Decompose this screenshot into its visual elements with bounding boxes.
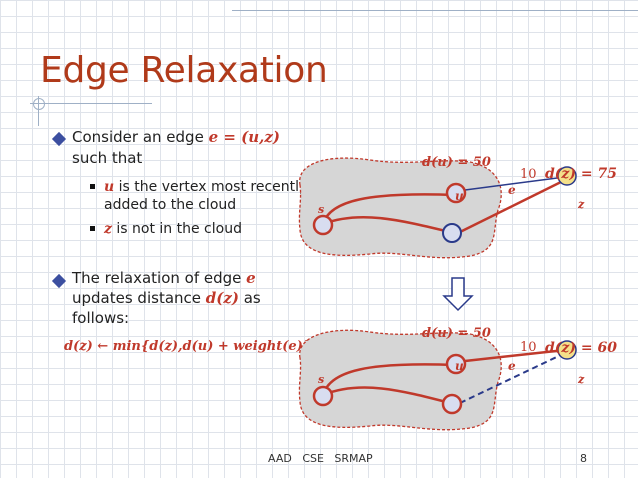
dz-label-top: d(z) = 75 <box>545 166 617 182</box>
s-label-bottom: s <box>318 373 325 386</box>
bullet1-prefix: Consider an edge <box>72 128 209 146</box>
edge-e-bottom <box>464 348 566 363</box>
cloud-bottom <box>298 329 502 431</box>
node-lower-top <box>442 223 462 243</box>
u-label-bottom: u <box>455 359 464 373</box>
bullet1-math: e = (u,z) <box>208 128 280 146</box>
dz-label-bottom: d(z) = 60 <box>545 340 617 356</box>
sub1-text1: is the vertex most recently <box>114 179 308 195</box>
slide-title: Edge Relaxation <box>40 50 328 91</box>
node-u-top <box>445 182 467 204</box>
page-number: 8 <box>580 452 587 465</box>
cloud-top <box>298 157 502 259</box>
bullet1-line2: such that <box>72 149 143 167</box>
du-label-bottom: d(u) = 50 <box>422 326 491 341</box>
bullet2-line2-text: updates distance <box>72 289 206 307</box>
bullet2-line2: updates distance d(z) as <box>72 288 261 308</box>
e-label-top: e <box>508 183 516 197</box>
s-label-top: s <box>318 203 325 216</box>
z-label-top: z <box>578 198 585 211</box>
weight-label-top: 10 <box>520 167 537 182</box>
du-label-top: d(u) = 50 <box>422 155 491 170</box>
sub1-line2: added to the cloud <box>104 197 237 213</box>
bullet2-line2-math: d(z) <box>205 289 239 307</box>
node-z-bottom <box>557 340 577 360</box>
edge-s-lower-top <box>322 215 451 234</box>
bullet2-line1: The relaxation of edge e <box>72 268 256 288</box>
bullet2-line3: follows: <box>72 309 130 327</box>
node-s-bottom <box>312 385 334 407</box>
node-u-bottom <box>445 353 467 375</box>
title-rule-vertical <box>38 96 39 126</box>
node-z-top <box>557 166 577 186</box>
down-arrow-icon <box>442 277 474 312</box>
bullet1-line1: Consider an edge e = (u,z) <box>72 127 280 147</box>
bullet2-line1-var: e <box>246 269 256 287</box>
corner-circle-mark <box>33 98 45 110</box>
node-s-top <box>312 214 334 236</box>
relaxation-formula: d(z) ← min{d(z),d(u) + weight(e)} <box>64 339 312 354</box>
edge-lower-z-top <box>459 178 566 234</box>
sub-bullet-square-icon <box>90 226 95 231</box>
footer-center: AAD CSE SRMAP <box>268 452 373 465</box>
z-label-bottom: z <box>578 373 585 386</box>
sub2-text: is not in the cloud <box>111 221 242 237</box>
u-label-top: u <box>455 189 464 203</box>
sub2-var: z <box>104 221 112 237</box>
edge-s-lower-bottom <box>322 386 451 405</box>
weight-label-bottom: 10 <box>520 340 537 355</box>
title-rule <box>30 103 152 104</box>
sub1-line1: u is the vertex most recently <box>104 177 307 197</box>
edge-e-top <box>464 176 566 191</box>
sub-bullet-square-icon <box>90 184 95 189</box>
bullet2-line2-tail: as <box>238 289 261 307</box>
top-decor-bar <box>232 0 638 11</box>
bullet2-line1-text: The relaxation of edge <box>72 269 247 287</box>
sub2-line: z is not in the cloud <box>104 219 242 239</box>
e-label-bottom: e <box>508 359 516 373</box>
sub1-var: u <box>104 179 115 195</box>
node-lower-bottom <box>441 393 463 415</box>
